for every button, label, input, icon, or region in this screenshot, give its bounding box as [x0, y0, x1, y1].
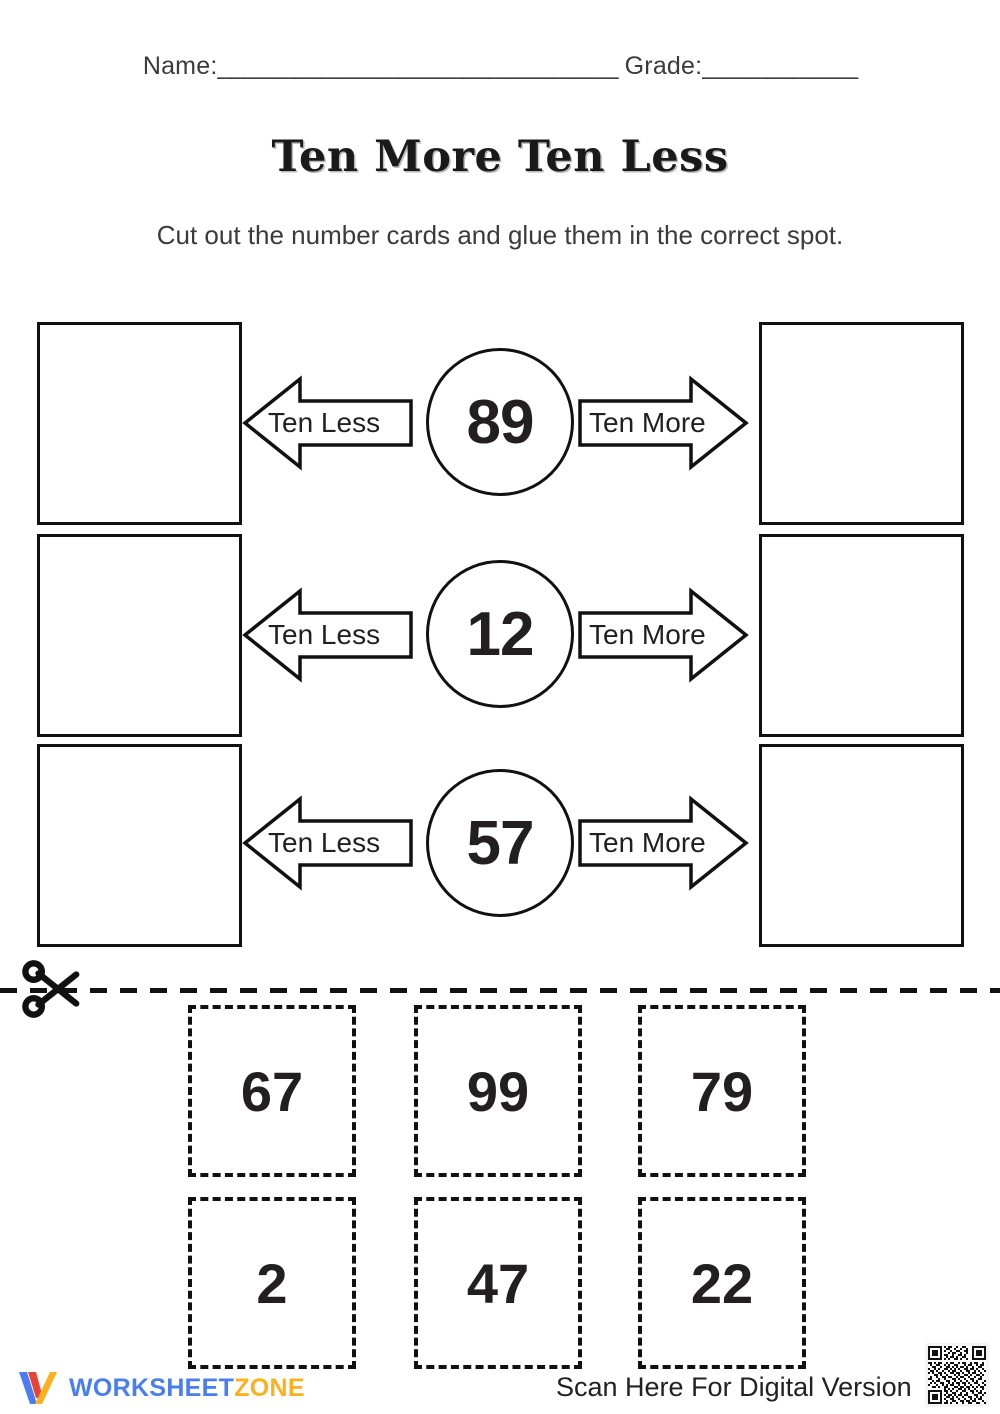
worksheetzone-mark-icon — [19, 1372, 57, 1404]
number-card[interactable]: 2 — [188, 1197, 356, 1369]
number-circle-2: 12 — [426, 560, 574, 708]
arrow-ten-less-1: Ten Less — [242, 371, 414, 475]
name-grade-line: Name:_______________________________ Gra… — [0, 52, 1000, 81]
answer-box-ten-less-3[interactable] — [37, 744, 242, 947]
scan-instruction: Scan Here For Digital Version — [556, 1372, 912, 1402]
number-card[interactable]: 22 — [638, 1197, 806, 1369]
arrow-ten-more-3: Ten More — [577, 791, 749, 895]
number-card[interactable]: 99 — [414, 1005, 582, 1177]
number-card[interactable]: 79 — [638, 1005, 806, 1177]
worksheetzone-logo[interactable]: WORKSHEETZONE — [16, 1368, 305, 1408]
grade-label: Grade: — [624, 52, 703, 80]
page-title: Ten More Ten Less — [271, 132, 729, 182]
number-card[interactable]: 47 — [414, 1197, 582, 1369]
worksheetzone-wordmark: WORKSHEETZONE — [69, 1374, 305, 1403]
answer-box-ten-more-2[interactable] — [759, 534, 964, 737]
arrow-ten-more-1: Ten More — [577, 371, 749, 475]
answer-box-ten-less-2[interactable] — [37, 534, 242, 737]
answer-box-ten-more-3[interactable] — [759, 744, 964, 947]
qr-code-image — [928, 1346, 986, 1404]
arrow-ten-less-2: Ten Less — [242, 583, 414, 687]
name-label: Name: — [142, 52, 218, 80]
answer-box-ten-less-1[interactable] — [37, 322, 242, 525]
grade-write-line[interactable]: ____________ — [702, 52, 858, 80]
page-instructions: Cut out the number cards and glue them i… — [156, 220, 844, 250]
logo-text-zone: ZONE — [234, 1373, 305, 1402]
answer-box-ten-more-1[interactable] — [759, 322, 964, 525]
arrow-ten-less-3: Ten Less — [242, 791, 414, 895]
logo-text-worksheet: WORKSHEET — [69, 1373, 235, 1402]
name-write-line[interactable]: _______________________________ — [217, 52, 618, 80]
number-circle-1: 89 — [426, 348, 574, 496]
number-card[interactable]: 67 — [188, 1005, 356, 1177]
number-circle-3: 57 — [426, 769, 574, 917]
arrow-ten-more-2: Ten More — [577, 583, 749, 687]
scissors-icon — [22, 958, 84, 1020]
qr-code[interactable] — [925, 1343, 989, 1407]
cut-line — [0, 988, 1000, 993]
